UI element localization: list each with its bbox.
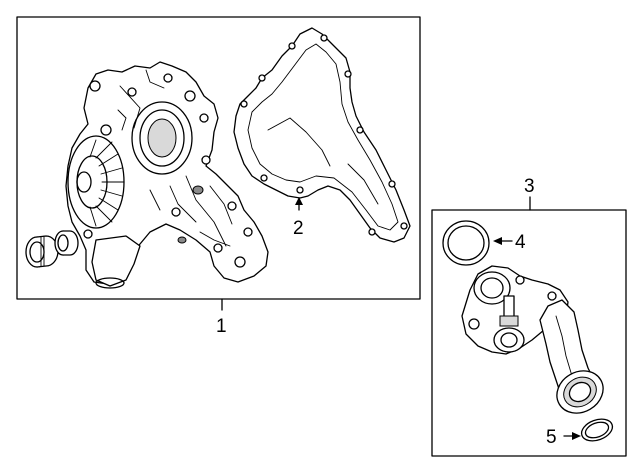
assembly-3-frame (431, 209, 627, 457)
callout-4-label[interactable]: 4 (515, 232, 526, 253)
assembly-1-frame (16, 16, 421, 300)
callout-2-arrow (295, 197, 303, 205)
callout-1-label[interactable]: 1 (216, 316, 227, 337)
thermostat-housing-icon[interactable] (461, 265, 611, 421)
seal-ring-small-icon[interactable] (579, 415, 616, 445)
seal-ring-icon[interactable] (25, 235, 59, 268)
callout-5-arrow (572, 432, 581, 440)
spacer-bushing-icon[interactable] (54, 230, 79, 256)
water-pump-housing-icon[interactable] (65, 61, 269, 289)
callout-5-label[interactable]: 5 (546, 427, 557, 448)
callout-4-arrow (493, 237, 502, 245)
o-ring-icon[interactable] (442, 220, 490, 266)
callout-3-label[interactable]: 3 (524, 176, 535, 197)
pump-gasket-icon[interactable] (233, 27, 411, 243)
callout-2-label[interactable]: 2 (293, 218, 304, 239)
